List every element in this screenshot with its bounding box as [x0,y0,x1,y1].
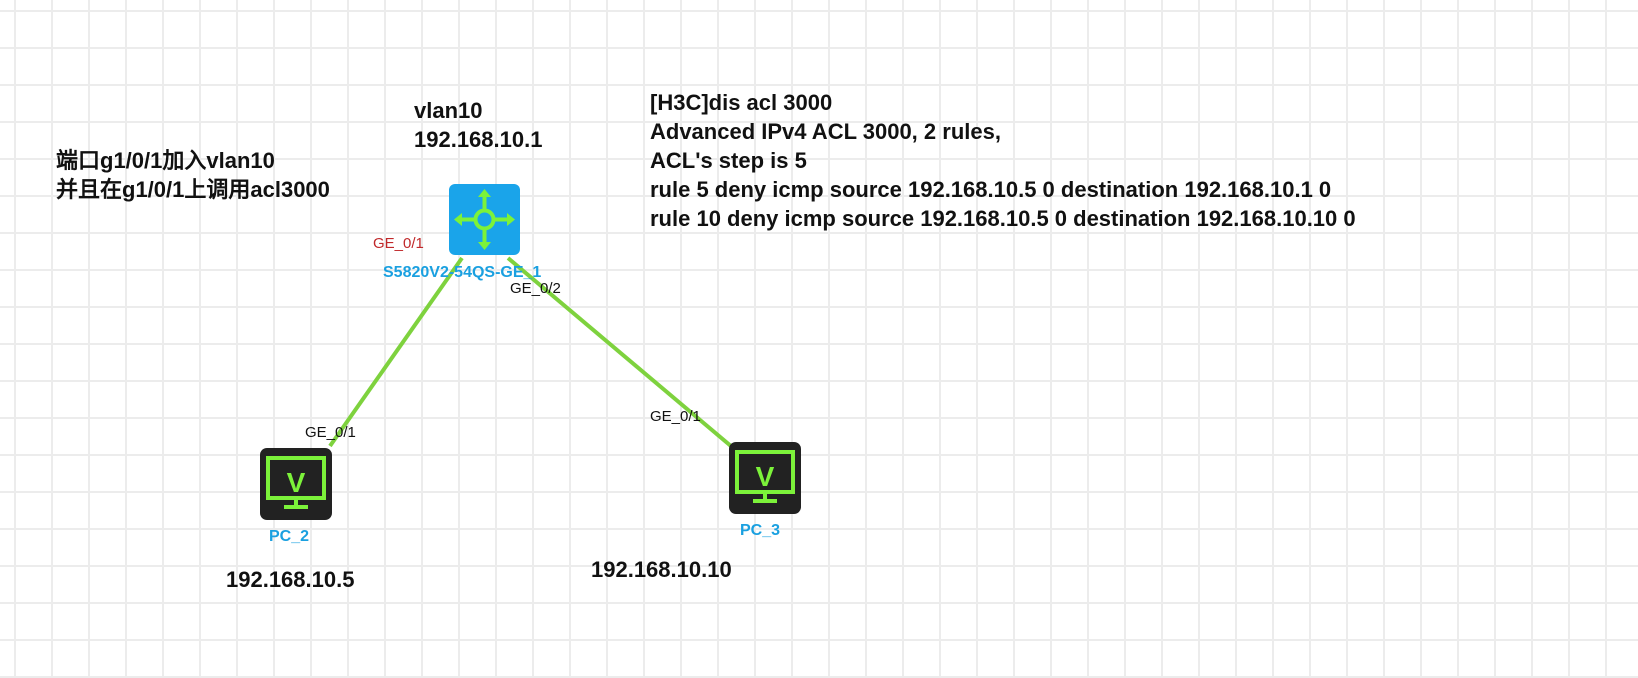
acl-line: ACL's step is 5 [650,148,807,173]
switch-name: S5820V2-54QS-GE_1 [383,264,542,281]
link-switch-pc2[interactable] [328,256,464,448]
pc2-ip: 192.168.10.5 [226,567,355,592]
vlan-label: vlan10 [414,98,483,123]
pc3-ip: 192.168.10.10 [591,557,732,582]
switch-ip-label: 192.168.10.1 [414,127,543,152]
pc3-name: PC_3 [740,522,781,539]
switch-note: vlan10 192.168.10.1 [414,96,542,154]
acl-line: [H3C]dis acl 3000 [650,90,833,115]
pc3-device[interactable]: V [729,442,801,514]
switch-device[interactable] [448,183,521,256]
acl-line: rule 10 deny icmp source 192.168.10.5 0 … [650,206,1356,231]
port-note-line: 并且在g1/0/1上调用acl3000 [56,177,330,202]
svg-text:V: V [287,467,306,498]
pc2-name: PC_2 [269,528,310,545]
switch-port-right-label: GE_0/2 [510,280,561,297]
acl-line: Advanced IPv4 ACL 3000, 2 rules, [650,119,1001,144]
switch-port-left-label: GE_0/1 [373,235,424,252]
l3-switch-icon [449,184,520,255]
port-note: 端口g1/0/1加入vlan10 并且在g1/0/1上调用acl3000 [56,146,330,204]
link-switch-pc3[interactable] [506,256,740,454]
acl-line: rule 5 deny icmp source 192.168.10.5 0 d… [650,177,1332,202]
port-note-line: 端口g1/0/1加入vlan10 [56,148,275,173]
pc2-port-label: GE_0/1 [305,424,356,441]
virtual-pc-icon: V [260,448,332,520]
pc3-port-label: GE_0/1 [650,408,701,425]
pc2-device[interactable]: V [260,448,332,520]
acl-output: [H3C]dis acl 3000 Advanced IPv4 ACL 3000… [650,88,1356,233]
svg-text:V: V [756,461,775,492]
virtual-pc-icon: V [729,442,801,514]
